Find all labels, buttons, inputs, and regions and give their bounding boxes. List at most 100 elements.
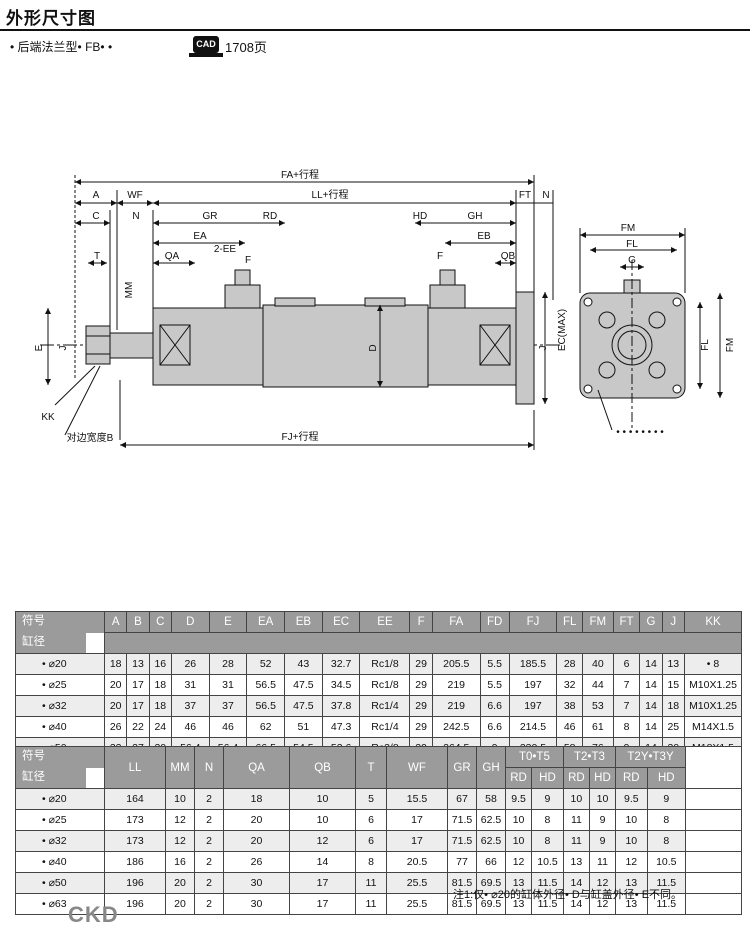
- table-cell: 15.5: [386, 788, 448, 810]
- table2-bore-label: 缸径: [16, 767, 87, 788]
- table1-header: KK: [684, 611, 742, 633]
- rd-label: RD: [263, 211, 277, 222]
- table1-header: FJ: [508, 611, 558, 633]
- table1-header: EB: [284, 611, 323, 633]
- cad-icon-base: [189, 53, 223, 57]
- table1-header: FL: [556, 611, 583, 633]
- table1-header-fill: [104, 632, 742, 654]
- table-cell: 30: [223, 872, 290, 894]
- ll-label: LL+行程: [312, 188, 349, 201]
- hex-width-label: 对边宽度B: [67, 431, 114, 444]
- table-cell: 34.5: [321, 674, 361, 696]
- eb-label: EB: [477, 231, 491, 242]
- title-divider: [0, 29, 750, 31]
- table-cell: 242.5: [431, 716, 481, 738]
- table2-header: QA: [223, 746, 290, 789]
- table-cell: Rc1/4: [359, 716, 411, 738]
- table-cell: 14: [639, 716, 663, 738]
- dimension-drawing: FA+行程 A WF LL+行程 FT N C N GR RD HD GH EA…: [34, 168, 736, 450]
- table-cell: 7: [612, 695, 641, 717]
- table-cell: 56.5: [246, 674, 286, 696]
- table-cell: 47.3: [321, 716, 361, 738]
- mounting-type-label: • 后端法兰型• FB• •: [10, 40, 113, 54]
- table-cell: 219: [431, 695, 481, 717]
- table-cell: 20.5: [386, 851, 448, 873]
- fl-side-label: FL: [700, 339, 711, 351]
- table-cell: 20: [223, 809, 290, 831]
- wf-label: WF: [127, 190, 143, 201]
- table1-bore-label: 缸径: [16, 632, 87, 653]
- t-label: T: [94, 251, 100, 262]
- table-cell: 12: [289, 830, 356, 852]
- table-cell: 52: [246, 653, 286, 675]
- g-label: G: [628, 255, 636, 266]
- table-cell: 62: [246, 716, 286, 738]
- f-right-label: F: [437, 251, 443, 262]
- table1-header: EC: [321, 611, 361, 633]
- table-cell: 67: [447, 788, 477, 810]
- table2-header: QB: [289, 746, 356, 789]
- bore-cell: • ⌀50: [15, 872, 105, 894]
- table2-sub-header: HD: [646, 767, 687, 789]
- empty-cell: [685, 788, 742, 810]
- table-cell: 24: [148, 716, 172, 738]
- table-cell: 5.5: [479, 653, 510, 675]
- table-cell: 18: [223, 788, 290, 810]
- table1-header: F: [409, 611, 433, 633]
- table-cell: 69.5: [476, 872, 506, 894]
- table-cell: 8: [531, 809, 564, 831]
- fj-label: FJ+行程: [282, 430, 319, 443]
- table-cell: 12: [165, 830, 195, 852]
- table-cell: 46: [208, 716, 248, 738]
- table-cell: 20: [103, 695, 128, 717]
- table-cell: 205.5: [431, 653, 481, 675]
- table-cell: 10: [165, 788, 195, 810]
- qb-label: QB: [501, 251, 516, 262]
- gr-label: GR: [203, 211, 218, 222]
- table-cell: 173: [104, 809, 166, 831]
- table-cell: 7: [612, 674, 641, 696]
- table2-group-header: T0•T5: [505, 746, 564, 768]
- table-cell: 12: [588, 893, 617, 915]
- empty-cell: [685, 893, 742, 915]
- table-cell: 11: [562, 830, 590, 852]
- table-cell: 61: [581, 716, 614, 738]
- fm-top-label: FM: [621, 223, 635, 234]
- table-cell: 29: [409, 674, 433, 696]
- table1-header: C: [148, 611, 172, 633]
- cad-page-reference[interactable]: 1708页: [225, 40, 267, 55]
- table-cell: 58: [476, 788, 506, 810]
- gh-label: GH: [468, 211, 483, 222]
- table-cell: 13: [504, 893, 533, 915]
- cad-icon[interactable]: CAD: [193, 36, 219, 53]
- kk-label: KK: [41, 412, 55, 423]
- table-cell: 13: [615, 872, 648, 894]
- table-cell: 40: [581, 653, 614, 675]
- fm-side-label: FM: [725, 338, 736, 352]
- table-cell: 29: [409, 653, 433, 675]
- table-cell: 9: [588, 830, 617, 852]
- table-cell: 2: [194, 830, 224, 852]
- table-cell: 11.5: [646, 872, 687, 894]
- table-cell: 8: [612, 716, 641, 738]
- table-cell: 10: [588, 788, 617, 810]
- table1-header: FA: [431, 611, 481, 633]
- table2-header: N: [194, 746, 224, 789]
- table-cell: 16: [148, 653, 172, 675]
- table-cell: 32.7: [321, 653, 361, 675]
- table-cell: 164: [104, 788, 166, 810]
- empty-cell: [685, 830, 742, 852]
- table2-sub-header: HD: [588, 767, 617, 789]
- table1-header: EE: [359, 611, 411, 633]
- table-cell: 2: [194, 872, 224, 894]
- table2-header: MM: [165, 746, 195, 789]
- mm-label: MM: [124, 282, 135, 299]
- footnote: 注1:仅• ⌀20的缸体外径• D与缸盖外径• E不同。: [453, 889, 683, 901]
- table-cell: 9.5: [615, 788, 648, 810]
- table2-sub-header: RD: [504, 767, 533, 789]
- table-cell: 17: [386, 830, 448, 852]
- spec-table-2: 符号 缸径 LL MM N QA QB T WF GR GH T0•T5 T2•…: [15, 746, 742, 915]
- table-cell: 20: [223, 830, 290, 852]
